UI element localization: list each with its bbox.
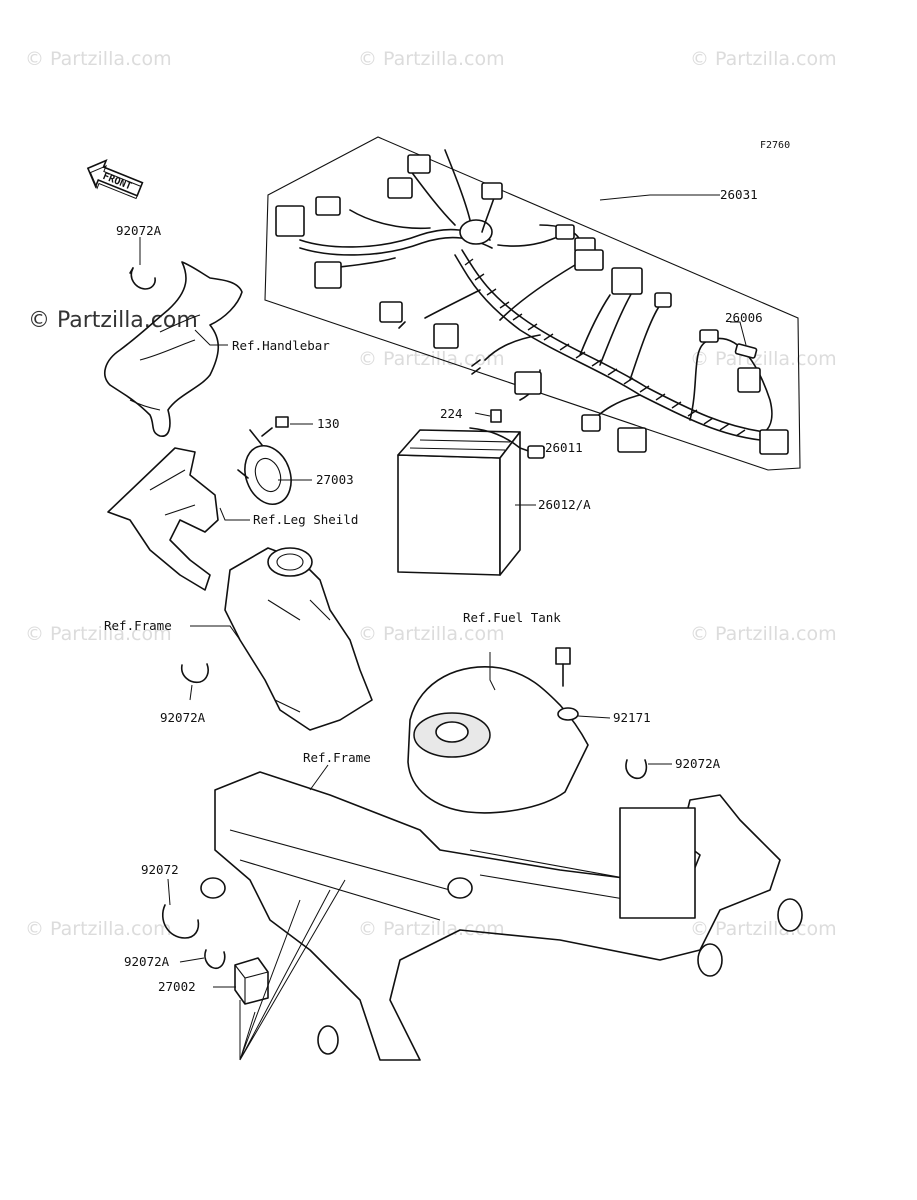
- clamp-92072a-lower[interactable]: [204, 949, 226, 970]
- watermark: © Partzilla.com: [358, 623, 505, 645]
- figure-code: F2760: [760, 140, 790, 151]
- label-92171: 92171: [613, 710, 651, 725]
- front-arrow-icon: FRONT: [86, 159, 144, 200]
- handlebar-ref: [104, 261, 243, 437]
- relay-27002[interactable]: [234, 957, 269, 1005]
- washer-92171[interactable]: [557, 707, 579, 721]
- label-ref-frame-main: Ref.Frame: [303, 750, 371, 765]
- callouts: 26031 26006 92072A Ref.Handlebar 130 270…: [104, 187, 763, 994]
- screw-224[interactable]: [490, 409, 502, 423]
- watermark: © Partzilla.com: [690, 623, 837, 645]
- fuel-tank-ref: [407, 666, 589, 814]
- label-92072: 92072: [141, 862, 179, 877]
- wiring-harness[interactable]: [264, 136, 801, 471]
- frame-head: [224, 547, 373, 731]
- watermark: © Partzilla.com: [358, 918, 505, 940]
- label-130: 130: [317, 416, 340, 431]
- label-26011: 26011: [545, 440, 583, 455]
- horn-bracket: [107, 447, 219, 591]
- watermark: © Partzilla.com: [358, 348, 505, 370]
- leader-lines: [139, 194, 747, 1061]
- fusible-link-26006[interactable]: [734, 343, 758, 359]
- bolt-130[interactable]: [261, 416, 289, 437]
- label-26031: 26031: [720, 187, 758, 202]
- label-27002: 27002: [158, 979, 196, 994]
- watermark: © Partzilla.com: [25, 623, 172, 645]
- label-ref-handlebar: Ref.Handlebar: [232, 338, 330, 353]
- label-26006: 26006: [725, 310, 763, 325]
- watermark: © Partzilla.com: [25, 48, 172, 70]
- clamp-92072a-mid[interactable]: [180, 663, 209, 684]
- battery-lead-26011[interactable]: [469, 427, 545, 459]
- watermark-dark: © Partzilla.com: [28, 308, 198, 333]
- watermark: © Partzilla.com: [358, 48, 505, 70]
- label-224: 224: [440, 406, 463, 421]
- bolt-fuel-tank[interactable]: [555, 647, 571, 687]
- watermark: © Partzilla.com: [690, 48, 837, 70]
- clamp-92072a-top[interactable]: [129, 267, 156, 290]
- label-ref-leg-shield: Ref.Leg Sheild: [253, 512, 358, 527]
- horn-27003[interactable]: [237, 429, 299, 511]
- clamp-92072[interactable]: [161, 904, 200, 939]
- watermark: © Partzilla.com: [690, 348, 837, 370]
- label-92072a-right: 92072A: [675, 756, 721, 771]
- label-ref-fuel-tank: Ref.Fuel Tank: [463, 610, 561, 625]
- battery-26012[interactable]: [397, 429, 521, 576]
- frame-main: [200, 771, 803, 1061]
- watermark: © Partzilla.com: [25, 918, 172, 940]
- clamp-92072a-right[interactable]: [625, 759, 648, 780]
- label-92072a-top: 92072A: [116, 223, 162, 238]
- watermark: © Partzilla.com: [690, 918, 837, 940]
- label-ref-frame-upper: Ref.Frame: [104, 618, 172, 633]
- label-26012a: 26012/A: [538, 497, 591, 512]
- label-92072a-lower: 92072A: [124, 954, 170, 969]
- label-92072a-mid: 92072A: [160, 710, 206, 725]
- label-27003: 27003: [316, 472, 354, 487]
